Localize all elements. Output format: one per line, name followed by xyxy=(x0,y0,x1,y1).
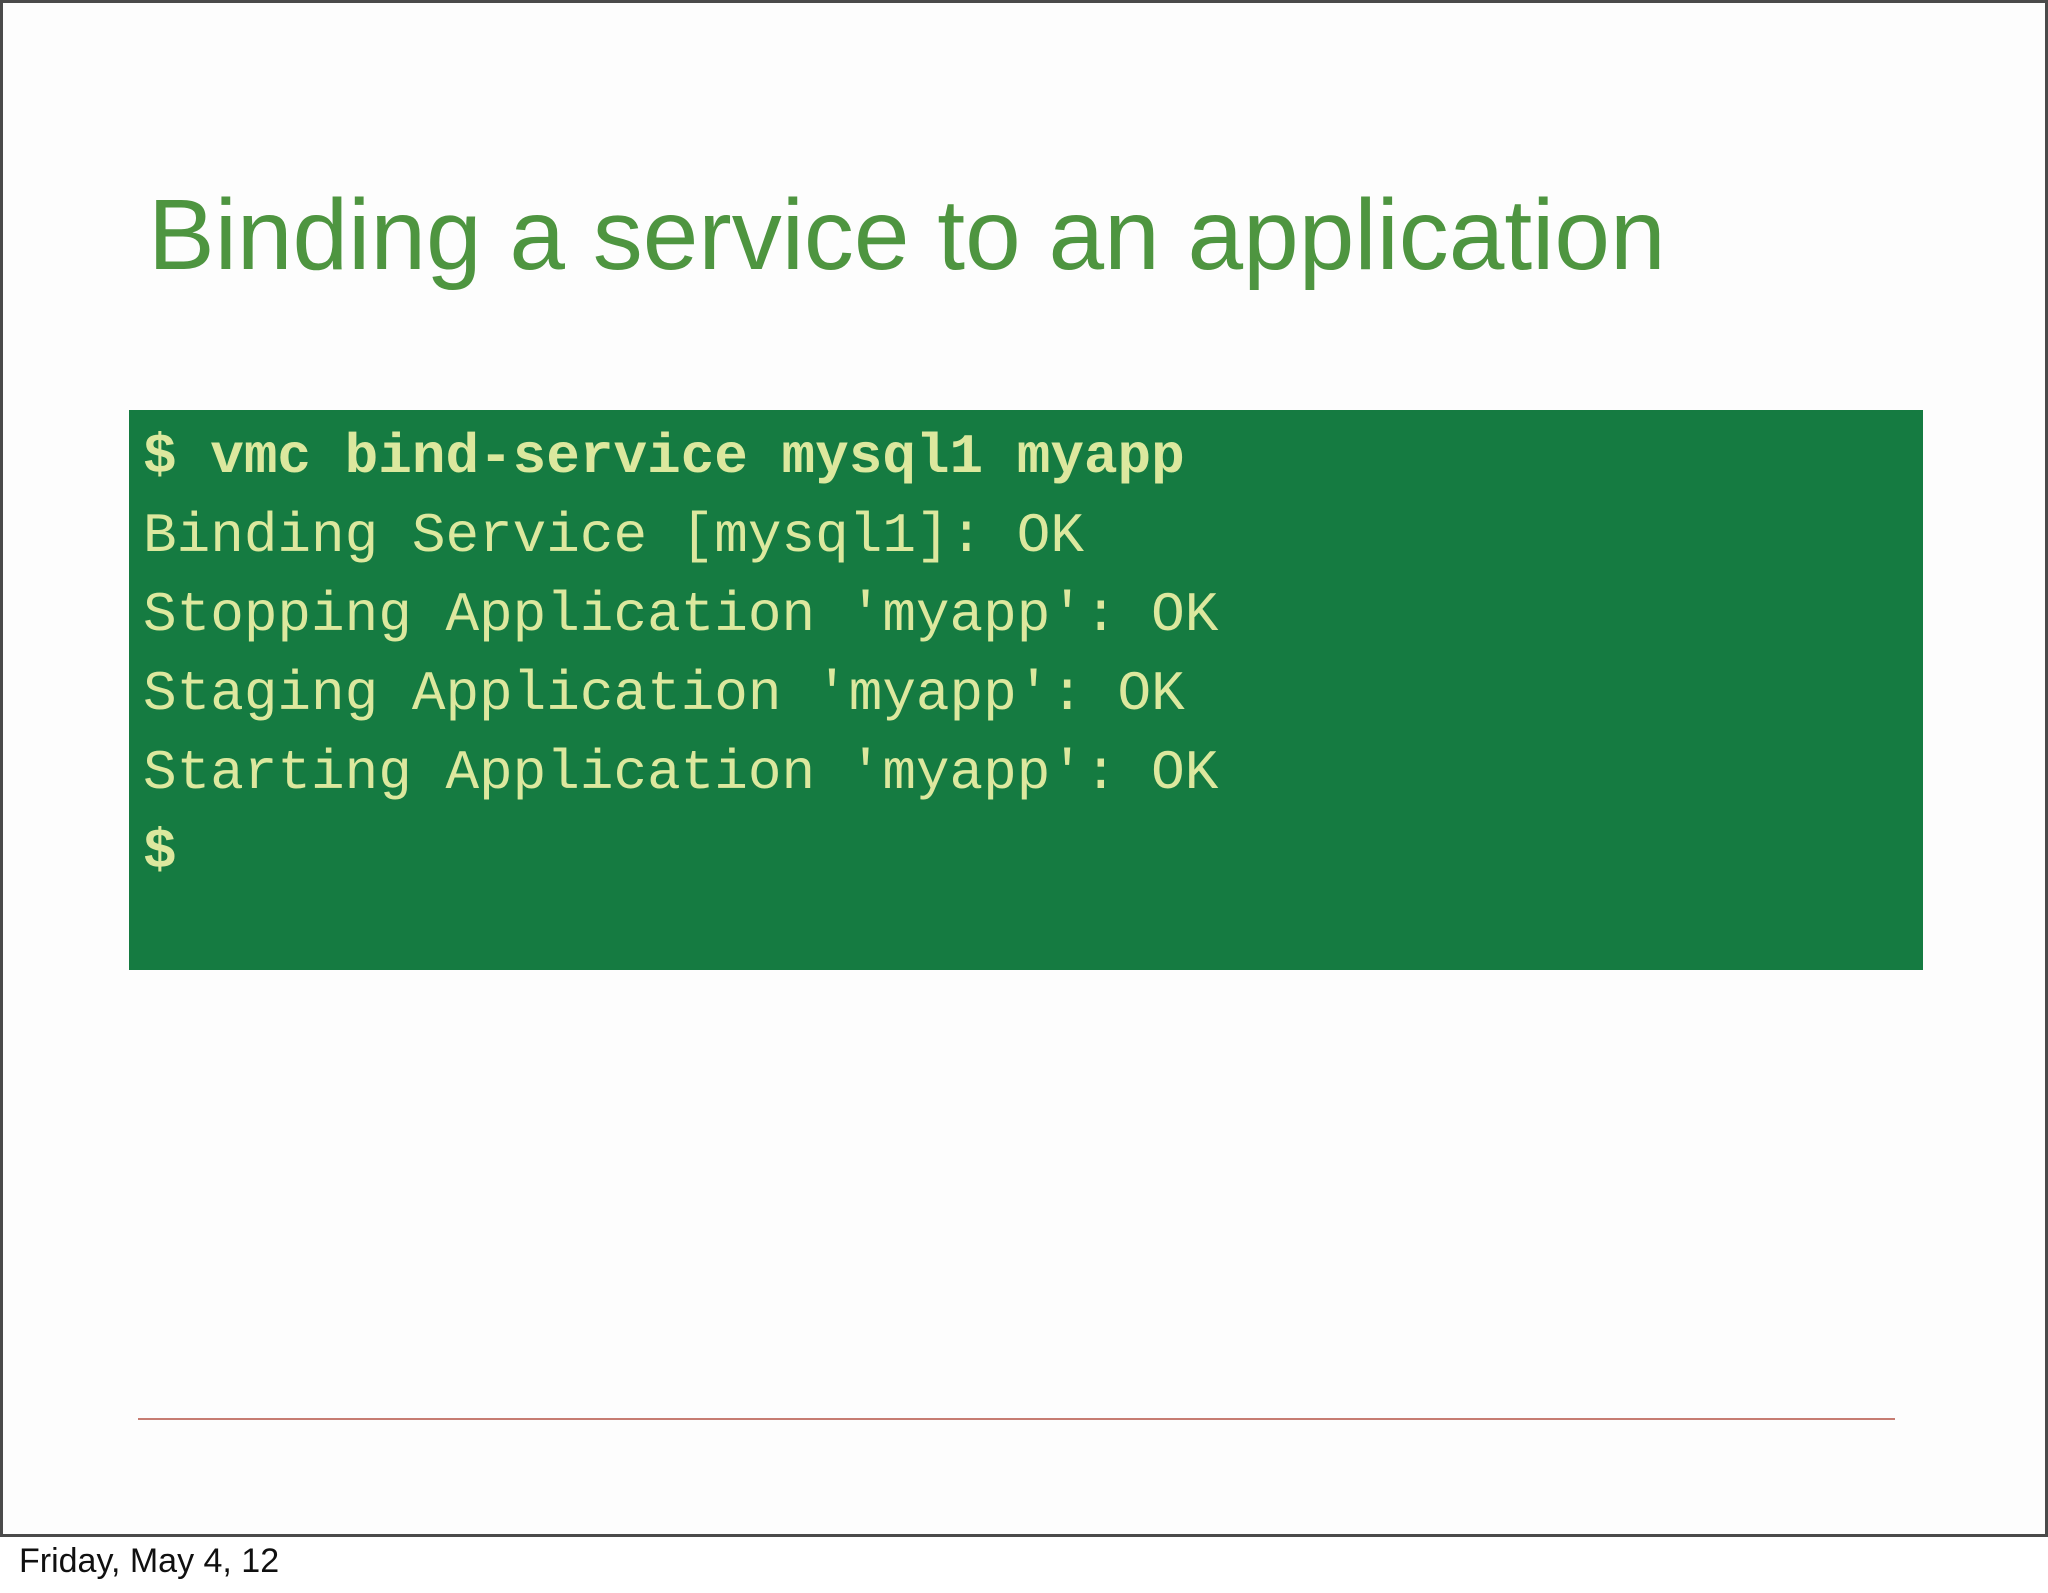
terminal-line-starting-application: Starting Application 'myapp': OK xyxy=(143,741,1219,805)
terminal-line-command: $ vmc bind-service mysql1 myapp xyxy=(143,425,1185,489)
slide-frame: Binding a service to an application $ vm… xyxy=(0,0,2048,1537)
footer-date: Friday, May 4, 12 xyxy=(19,1542,280,1580)
terminal-line-stopping-application: Stopping Application 'myapp': OK xyxy=(143,583,1219,647)
terminal-output: $ vmc bind-service mysql1 myapp Binding … xyxy=(129,410,1923,970)
terminal-line-prompt: $ xyxy=(143,820,177,884)
divider-line xyxy=(138,1418,1895,1420)
slide-title: Binding a service to an application xyxy=(148,179,1666,291)
terminal-line-binding-service: Binding Service [mysql1]: OK xyxy=(143,504,1084,568)
terminal-line-staging-application: Staging Application 'myapp': OK xyxy=(143,662,1185,726)
